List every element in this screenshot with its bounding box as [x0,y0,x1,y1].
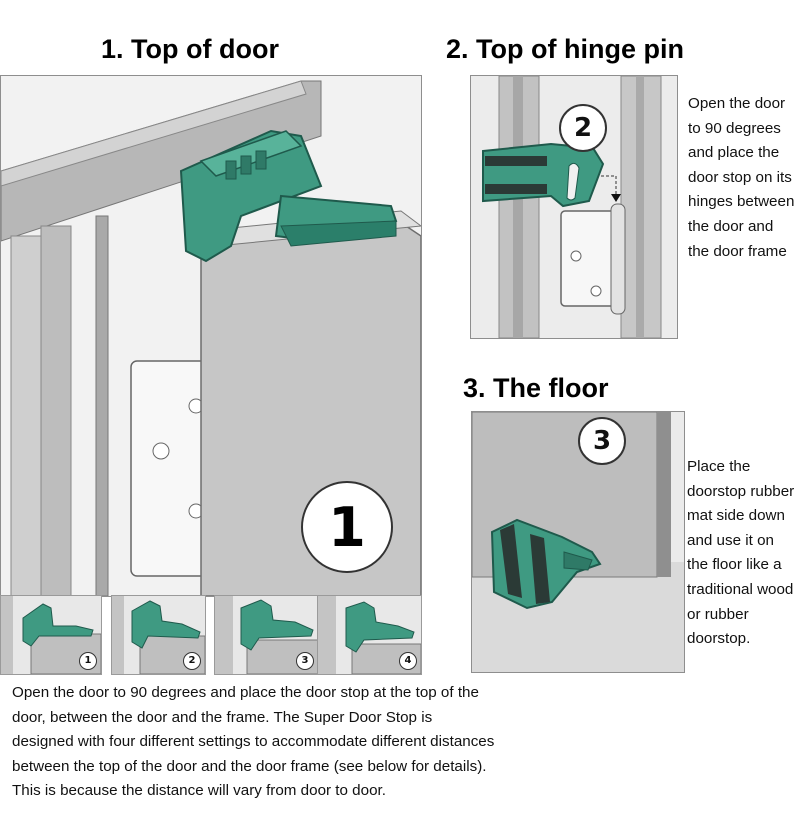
setting-thumbnail-1: 1 [0,595,102,675]
heading-the-floor: 3. The floor [463,372,609,404]
step-2-badge: 2 [559,104,607,152]
hinge-pin-description: Open the door to 90 degrees and place th… [688,92,796,264]
step-3-badge: 3 [578,417,626,465]
setting-thumbnail-3: 3 [214,595,319,675]
setting-2-label: 2 [183,652,201,670]
hinge-pin-illustration: 2 [470,75,678,339]
setting-thumbnail-4: 4 [317,595,422,675]
setting-4-label: 4 [399,652,417,670]
setting-thumbnail-2: 2 [111,595,206,675]
top-of-door-illustration: 1 [0,75,422,597]
floor-description: Place the doorstop rubber mat side down … [687,455,797,652]
heading-top-of-door: 1. Top of door [101,33,279,65]
step-1-number: 1 [328,496,366,559]
top-of-door-description: Open the door to 90 degrees and place th… [12,681,497,804]
floor-illustration: 3 [471,411,685,673]
setting-3-label: 3 [296,652,314,670]
setting-1-label: 1 [79,652,97,670]
step-3-number: 3 [593,426,611,456]
step-2-number: 2 [574,113,592,143]
floor-scene [472,412,684,672]
heading-top-of-hinge-pin: 2. Top of hinge pin [446,33,684,65]
step-1-badge: 1 [301,481,393,573]
